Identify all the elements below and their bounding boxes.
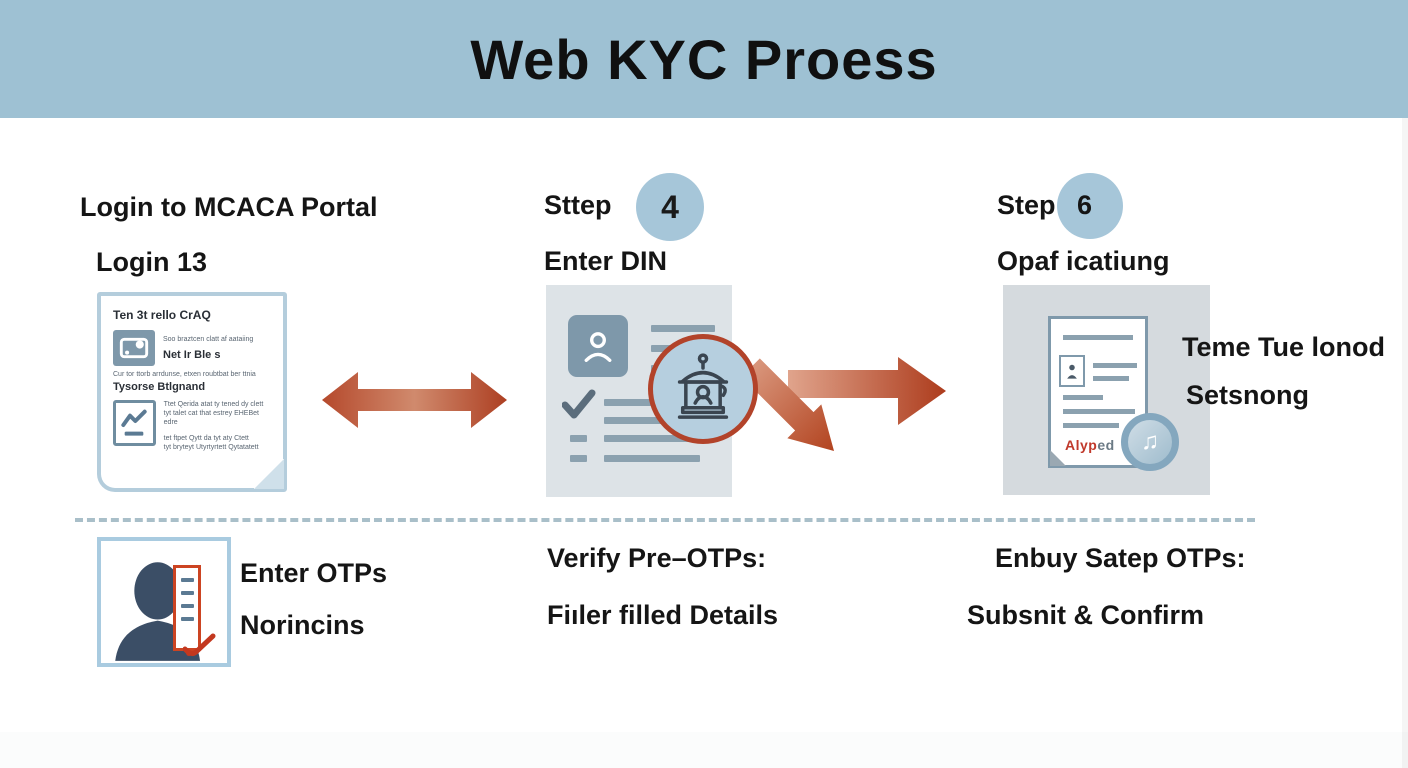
middle-step-heading: Enter DIN bbox=[544, 246, 668, 276]
bottom-band bbox=[0, 732, 1408, 768]
doc-line bbox=[1063, 335, 1133, 340]
stamp-seal-badge bbox=[648, 334, 758, 444]
left-step-heading: Login to MCACA Portal bbox=[80, 192, 378, 222]
avatar-icon bbox=[568, 315, 628, 377]
otp-dash bbox=[180, 591, 194, 595]
page-title: Web KYC Proess bbox=[470, 27, 938, 91]
card-caption-1: Soo braztcen clatt af aataiing bbox=[163, 336, 254, 343]
check-icon bbox=[562, 389, 596, 419]
card-caption-4b: tyt bryteyt Utyrtyrtett Qytatatett bbox=[163, 444, 259, 451]
step-number-right: 6 bbox=[1077, 190, 1093, 220]
form-line bbox=[651, 325, 715, 332]
otp-dash bbox=[180, 617, 194, 621]
right-step-label: Step bbox=[997, 190, 1056, 220]
doc-line bbox=[1063, 409, 1135, 414]
stamp-word: Alyped bbox=[1065, 437, 1115, 453]
music-note-badge: ♫ bbox=[1121, 413, 1179, 471]
step-number-middle: 4 bbox=[661, 188, 679, 225]
bottom-right-line-1: Enbuy Satep OTPs: bbox=[995, 543, 1246, 573]
right-step-heading: Opaf icatiung bbox=[997, 246, 1170, 276]
card-title: Ten 3t rello CrAQ bbox=[113, 308, 211, 322]
right-side-text-2: Setsnong bbox=[1186, 380, 1310, 410]
middle-step-label: Sttep bbox=[544, 190, 612, 220]
card-caption-3a: Ttet Qerida atat ty tened dy clett bbox=[163, 401, 264, 408]
bottom-middle-line-2: Fiıler filled Details bbox=[547, 600, 779, 630]
form-dash bbox=[570, 435, 587, 442]
person-photo-box bbox=[97, 537, 231, 667]
diagonal-arrow-icon bbox=[741, 358, 835, 452]
doc-line bbox=[1063, 423, 1119, 428]
otp-pad-icon bbox=[173, 565, 201, 651]
right-arrow-icon bbox=[788, 357, 946, 425]
photo-icon bbox=[113, 330, 155, 366]
otp-dash bbox=[180, 578, 194, 582]
card-label-1: Net Ir Ble s bbox=[163, 349, 221, 361]
doc-line bbox=[1093, 376, 1129, 381]
photo-icon-glyph bbox=[119, 337, 149, 359]
chart-check-glyph bbox=[121, 409, 147, 436]
right-step-line: Step 6 bbox=[997, 190, 1092, 221]
login-document-card: Ten 3t rello CrAQ Soo braztcen clatt af … bbox=[97, 292, 287, 492]
stamp-icon bbox=[677, 353, 729, 419]
left-step-subheading: Login 13 bbox=[96, 247, 208, 277]
bottom-right-line-2: Subsnit & Confirm bbox=[967, 600, 1204, 630]
avatar-glyph bbox=[584, 332, 612, 362]
card-caption-2: Cur tor ttorb arrdunse, etxen roubtbat b… bbox=[113, 371, 256, 378]
double-arrow-icon bbox=[322, 372, 507, 428]
right-side-text-1: Teme Tue lonod bbox=[1182, 332, 1386, 362]
chart-check-icon bbox=[113, 400, 156, 446]
form-line bbox=[604, 455, 700, 462]
bottom-left-line-2: Norincins bbox=[240, 610, 365, 640]
id-card-icon bbox=[1059, 355, 1085, 387]
music-note-icon: ♫ bbox=[1141, 428, 1159, 455]
otp-dash bbox=[180, 604, 194, 608]
page-fold-corner bbox=[254, 459, 284, 489]
card-label-2: Tysorse Btlgnand bbox=[113, 381, 206, 393]
step-number-badge-right bbox=[1057, 173, 1123, 239]
red-check-icon bbox=[183, 633, 216, 656]
dashed-divider bbox=[75, 518, 1255, 522]
certificate-card: Alyped ♫ bbox=[1003, 285, 1210, 495]
doc-line bbox=[1063, 395, 1103, 400]
bottom-left-line-1: Enter OTPs bbox=[240, 558, 388, 588]
title-banner: Web KYC Proess bbox=[0, 0, 1408, 118]
stamp-word-red: Alyp bbox=[1065, 437, 1098, 453]
card-caption-3b: tyt talet cat that estrey EHEBet edre bbox=[163, 410, 259, 426]
doc-fold-corner bbox=[1050, 450, 1066, 466]
form-dash bbox=[570, 455, 587, 462]
form-line bbox=[604, 435, 714, 442]
step-number-badge-middle: 4 bbox=[636, 173, 704, 241]
bottom-middle-line-1: Verify Pre–OTPs: bbox=[547, 543, 767, 573]
doc-line bbox=[1093, 363, 1137, 368]
card-caption-4a: tet ftpet Qytt da tyt aty Ctett bbox=[163, 435, 249, 442]
right-edge-shade bbox=[1402, 118, 1408, 768]
stamp-word-gray: ed bbox=[1097, 437, 1115, 453]
id-person-glyph bbox=[1067, 364, 1077, 379]
